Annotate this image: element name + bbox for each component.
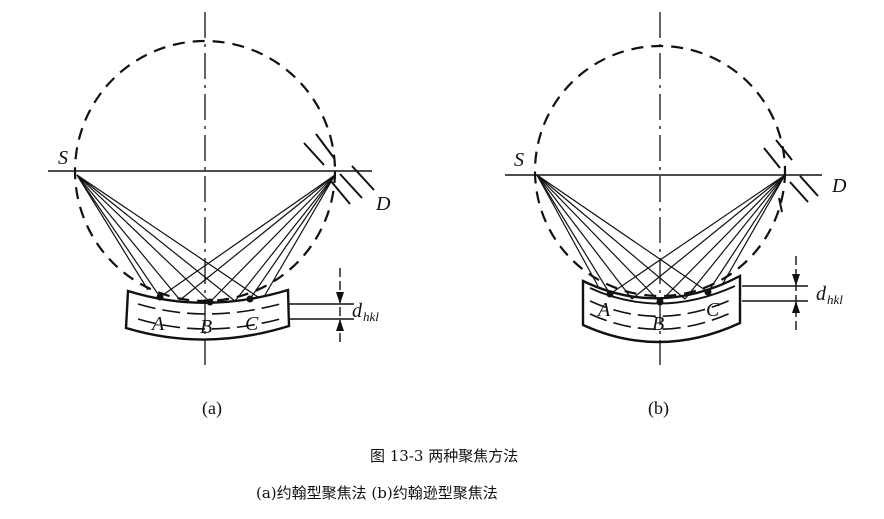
panel-b-johansson: S D A B C d hkl (b) [505, 12, 847, 419]
panel-b-dhkl-marker [742, 256, 808, 330]
panel-a-point-b [206, 298, 214, 306]
panel-a-label-c: C [245, 313, 259, 335]
figure-caption-subtitle: (a)约翰型聚焦法 (b)约翰逊型聚焦法 [256, 484, 498, 502]
panel-b-crystal [581, 274, 742, 344]
panel-a-label-d: D [375, 193, 391, 215]
panel-a-caption-label: (a) [202, 398, 222, 419]
panel-a-crystal [124, 288, 291, 341]
panel-b-lattice-plane [589, 297, 736, 318]
panel-b-detector-hatch [763, 139, 819, 213]
panel-a-lattice-plane [137, 303, 281, 315]
figure-caption-title: 图 13-3 两种聚焦方法 [370, 447, 518, 465]
panel-a-label-d-hkl-sub: hkl [363, 309, 379, 324]
panel-b-rays [536, 174, 786, 303]
panel-a-label-a: A [150, 313, 165, 335]
panel-a-dhkl-marker [288, 268, 354, 345]
panel-b-lattice-plane [589, 310, 736, 331]
panel-a-detector-hatch [303, 133, 375, 205]
panel-a-rays [76, 174, 336, 303]
panel-b-label-d-hkl-sub: hkl [827, 292, 843, 307]
panel-b-label-d: D [831, 175, 847, 197]
panel-b-label-a: A [596, 299, 611, 321]
panel-b-label-c: C [706, 299, 720, 321]
panel-a-lattice-plane [137, 318, 281, 330]
panel-b-caption-label: (b) [648, 398, 669, 419]
panel-a-label-b: B [200, 316, 212, 338]
panel-b-point-c [704, 288, 712, 296]
panel-a-label-d-hkl: d [352, 300, 363, 322]
panel-b-point-b [656, 298, 664, 306]
panel-a-point-a [156, 293, 164, 301]
panel-b-point-a [606, 290, 614, 298]
panel-b-label-b: B [652, 313, 664, 335]
panel-a-label-s: S [58, 147, 68, 169]
panel-a-johann: S D A B C d hkl (a) [48, 12, 391, 419]
panel-b-label-d-hkl: d [816, 283, 827, 305]
panel-a-point-c [246, 295, 254, 303]
panel-b-label-s: S [514, 149, 524, 171]
